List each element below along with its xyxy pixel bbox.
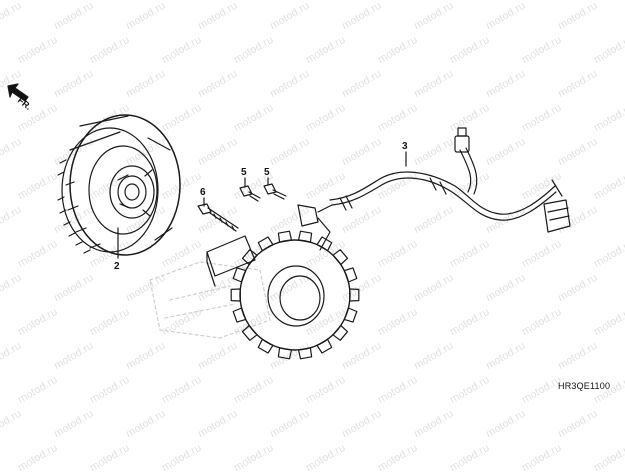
- stator-tooth: [257, 338, 274, 354]
- stator-tooth: [241, 249, 258, 266]
- stator-tooth: [232, 267, 247, 283]
- flywheel-part: [57, 114, 181, 256]
- stator-part: [206, 230, 360, 360]
- stator-tooth: [343, 307, 358, 323]
- stator-tooth: [343, 267, 358, 283]
- callout-bolt-a: 5: [241, 167, 247, 178]
- bolt-short-b-part: [263, 183, 287, 200]
- stator-tooth: [316, 338, 333, 354]
- stator-tooth: [316, 236, 333, 252]
- stator-tooth: [332, 324, 349, 341]
- stator-tooth: [349, 288, 360, 302]
- bolt-long-part: [197, 203, 239, 232]
- stator-tooth: [257, 236, 274, 252]
- front-direction-arrow-icon: [7, 83, 29, 102]
- diagram-code: HR3QE1100: [558, 381, 611, 391]
- stator-tooth: [232, 307, 247, 323]
- callout-wire-harness: 3: [402, 141, 408, 152]
- crankcase-ghost-outline: [149, 261, 271, 339]
- stator-tooth: [297, 230, 313, 243]
- stator-tooth: [230, 288, 241, 302]
- stator-tooth: [297, 347, 313, 360]
- wire-harness-part: [297, 127, 571, 251]
- stator-tooth: [277, 347, 293, 360]
- bolt-short-a-part: [239, 185, 261, 202]
- callout-bolt-long: 6: [200, 187, 206, 198]
- callout-flywheel: 2: [114, 261, 120, 272]
- stator-tooth: [277, 230, 293, 243]
- callout-bolt-b: 5: [264, 167, 270, 178]
- stator-tooth: [332, 249, 349, 266]
- stator-tooth: [241, 324, 258, 341]
